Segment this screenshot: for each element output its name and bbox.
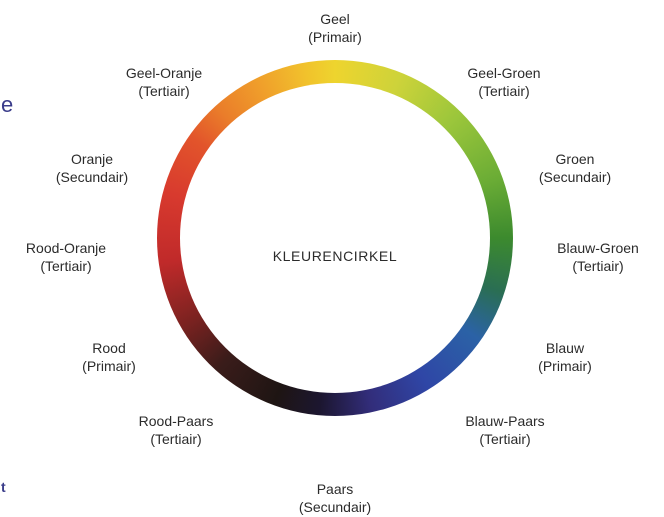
label-type: (Secundair)	[298, 499, 372, 515]
label-type: (Secundair)	[538, 169, 612, 185]
cropped-edge-text: e	[1, 92, 14, 117]
label-type: (Secundair)	[55, 169, 129, 185]
label-type: (Tertiair)	[479, 431, 531, 447]
label-name: Geel	[320, 11, 350, 27]
label-name: Groen	[555, 151, 595, 167]
label-groen: Groen (Secundair)	[505, 150, 645, 186]
label-name: Blauw-Paars	[465, 413, 545, 429]
label-geel-groen: Geel-Groen (Tertiair)	[434, 64, 574, 100]
label-name: Geel-Oranje	[125, 65, 203, 81]
label-name: Geel-Groen	[467, 65, 541, 81]
label-rood: Rood (Primair)	[39, 339, 179, 375]
label-name: Blauw-Groen	[557, 240, 639, 256]
label-type: (Tertiair)	[40, 258, 92, 274]
label-blauw-paars: Blauw-Paars (Tertiair)	[435, 412, 575, 448]
label-blauw-groen: Blauw-Groen (Tertiair)	[528, 239, 664, 275]
label-geel-oranje: Geel-Oranje (Tertiair)	[94, 64, 234, 100]
label-name: Paars	[316, 481, 354, 497]
label-rood-oranje: Rood-Oranje (Tertiair)	[0, 239, 136, 275]
label-geel: Geel (Primair)	[265, 10, 405, 46]
label-type: (Tertiair)	[478, 83, 530, 99]
diagram-title: KLEURENCIRKEL	[272, 248, 398, 264]
label-name: Blauw	[545, 340, 585, 356]
label-paars: Paars (Secundair)	[265, 480, 405, 516]
cropped-edge-text: t	[1, 479, 6, 495]
label-oranje: Oranje (Secundair)	[22, 150, 162, 186]
color-wheel-center	[180, 83, 490, 393]
label-blauw: Blauw (Primair)	[495, 339, 635, 375]
label-name: Rood-Paars	[138, 413, 214, 429]
label-name: Rood	[92, 340, 126, 356]
label-type: (Tertiair)	[150, 431, 202, 447]
label-type: (Primair)	[82, 358, 136, 374]
label-type: (Primair)	[308, 29, 362, 45]
label-type: (Primair)	[538, 358, 592, 374]
label-type: (Tertiair)	[572, 258, 624, 274]
label-name: Rood-Oranje	[25, 240, 107, 256]
label-name: Oranje	[70, 151, 114, 167]
label-rood-paars: Rood-Paars (Tertiair)	[106, 412, 246, 448]
label-type: (Tertiair)	[138, 83, 190, 99]
